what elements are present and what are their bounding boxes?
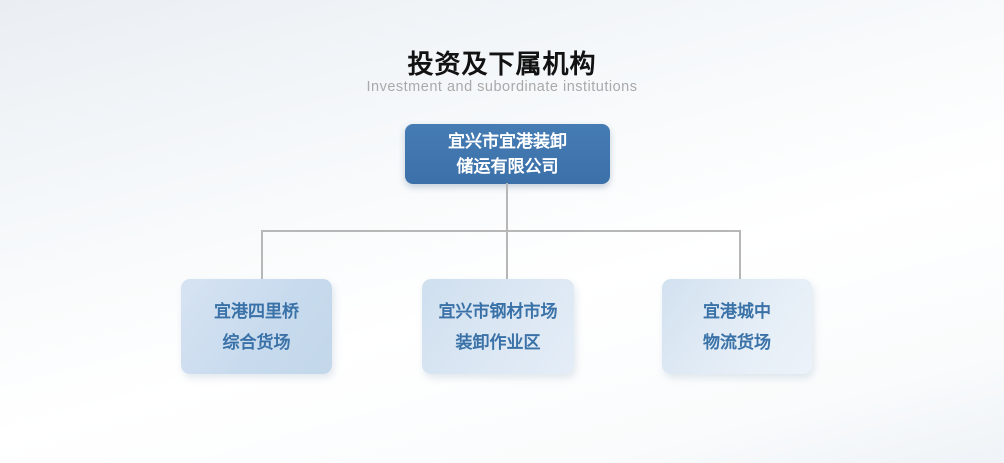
connector-root-drop: [506, 183, 508, 231]
page-title: 投资及下属机构: [407, 49, 597, 79]
connector-drop-right: [739, 231, 741, 279]
connector-drop-middle: [506, 231, 508, 279]
org-node-child-1-label-line1: 宜港四里桥: [214, 301, 299, 321]
org-node-root-label-line1: 宜兴市宜港装卸: [448, 132, 567, 151]
org-node-child-1-label-line2: 综合货场: [222, 332, 291, 352]
org-node-child-1: 宜港四里桥 综合货场: [181, 279, 332, 374]
org-node-root-label-line2: 储运有限公司: [456, 157, 559, 176]
connector-drop-left: [261, 231, 263, 279]
org-node-child-3-label-line1: 宜港城中: [703, 301, 771, 321]
org-node-child-2: 宜兴市钢材市场 装卸作业区: [422, 279, 574, 374]
org-node-root: 宜兴市宜港装卸 储运有限公司: [405, 124, 610, 184]
org-node-child-3-label-line2: 物流货场: [703, 332, 771, 352]
org-node-child-3: 宜港城中 物流货场: [662, 279, 812, 374]
org-node-child-2-label-line1: 宜兴市钢材市场: [438, 301, 558, 321]
page-subtitle: Investment and subordinate institutions: [366, 79, 638, 95]
connector-horizontal: [261, 230, 741, 232]
org-node-child-2-label-line2: 装卸作业区: [455, 332, 541, 352]
